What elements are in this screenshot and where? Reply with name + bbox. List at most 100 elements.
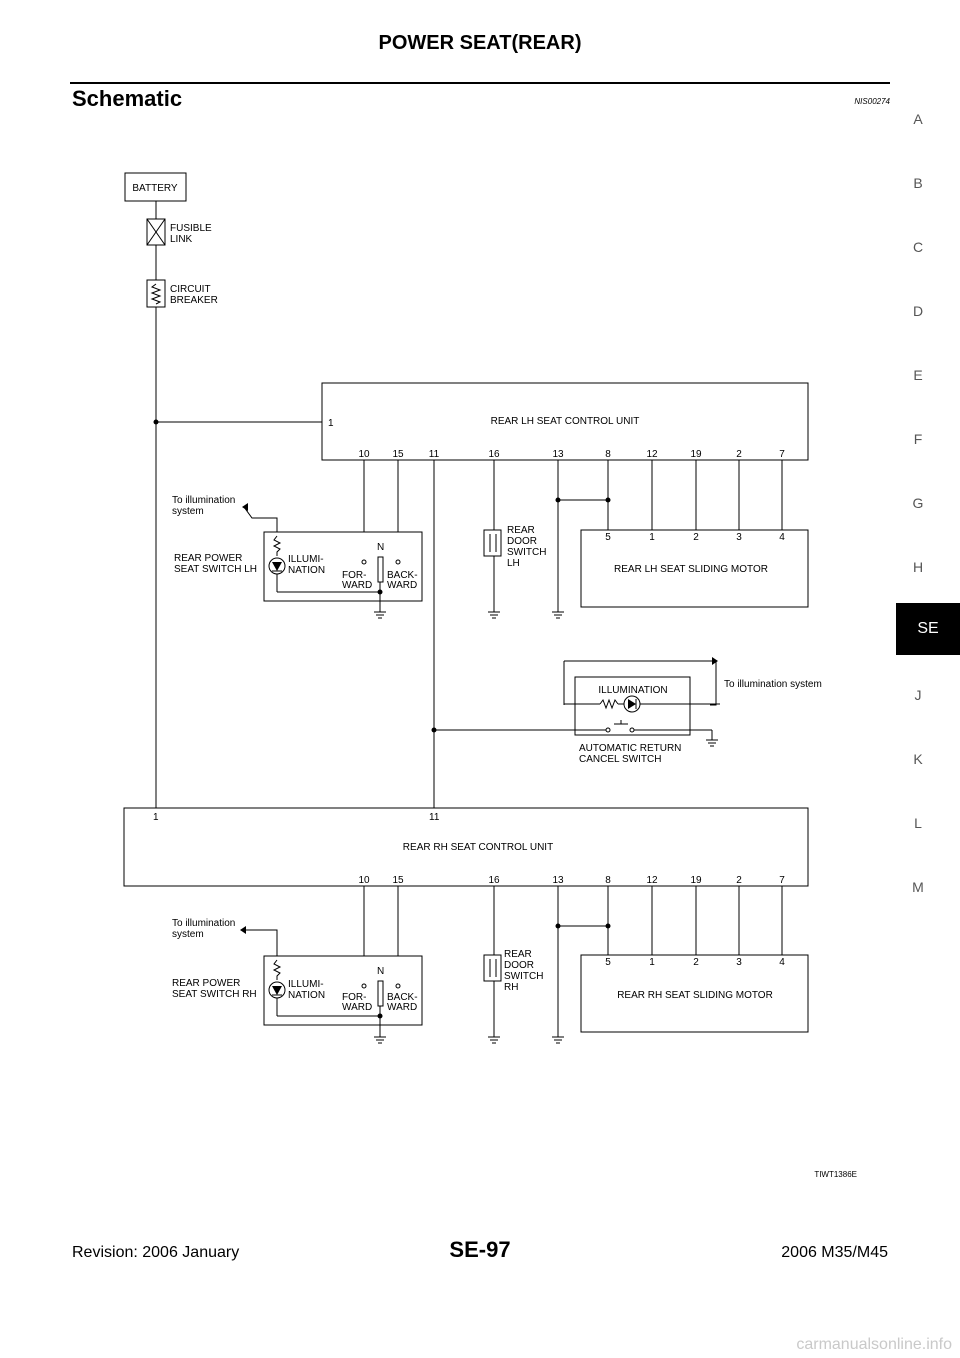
rh-illumination-led [268, 959, 380, 1017]
rh-motor-pin-3: 3 [736, 957, 742, 968]
side-index-a: A [913, 111, 923, 127]
circuit-breaker-label-1: CIRCUIT [170, 284, 211, 295]
rh-door-switch-box [483, 954, 502, 982]
side-index-j: J [914, 687, 922, 703]
lh-unit-pin-15: 15 [392, 449, 404, 460]
figure-code: TIWT1386E [814, 1170, 857, 1179]
rh-forward-label-1: FOR- [342, 992, 366, 1003]
lh-backward-contact [395, 559, 401, 565]
rh-switch-lever [377, 980, 384, 1007]
lh-to-illum-2: system [172, 506, 204, 517]
rh-unit-pin-1: 1 [153, 812, 159, 823]
rh-sliding-motor-box [580, 954, 809, 1033]
junction-rh-13 [555, 923, 561, 929]
rh-illum-arrow [240, 926, 246, 934]
rh-unit-pin-12: 12 [646, 875, 658, 886]
lh-switch-label-1: REAR POWER [174, 553, 242, 564]
rh-backward-contact [395, 983, 401, 989]
lh-unit-pin-11: 11 [429, 449, 440, 460]
lh-unit-pin-16: 16 [488, 449, 500, 460]
lh-neutral-label: N [377, 542, 384, 553]
rh-control-unit-label: REAR RH SEAT CONTROL UNIT [403, 842, 553, 853]
lh-unit-pin-2: 2 [736, 449, 742, 460]
lh-sliding-motor-label: REAR LH SEAT SLIDING MOTOR [614, 564, 768, 575]
circuit-breaker-symbol [146, 279, 166, 308]
rh-unit-pin-8: 8 [605, 875, 611, 886]
lh-illum-label-1: ILLUMI- [288, 554, 324, 565]
fusible-link-symbol [146, 218, 166, 246]
rh-door-label-1: REAR [504, 949, 532, 960]
rh-unit-pin-15: 15 [392, 875, 404, 886]
rh-illum-label-1: ILLUMI- [288, 979, 324, 990]
lh-motor-pin-1: 1 [649, 532, 655, 543]
auto-return-label-1: AUTOMATIC RETURN [579, 743, 681, 754]
side-index-h: H [912, 559, 924, 575]
model-label: 2006 M35/M45 [781, 1244, 888, 1261]
lh-to-illum-1: To illumination [172, 495, 235, 506]
auto-return-label-2: CANCEL SWITCH [579, 754, 661, 765]
rh-unit-pin-10: 10 [358, 875, 370, 886]
illumination-bulb [564, 695, 720, 713]
rh-seat-switch-box [263, 955, 423, 1026]
rh-illum-label-2: NATION [288, 990, 325, 1001]
rh-door-ground-icon [488, 1036, 500, 1044]
rh-door-label-3: SWITCH [504, 971, 543, 982]
side-index-f: F [913, 431, 923, 447]
lh-unit-pin-1: 1 [328, 418, 334, 429]
rh-forward-label-2: WARD [342, 1002, 372, 1013]
rh-door-switch-contact [489, 959, 497, 977]
fusible-link-label-1: FUSIBLE [170, 223, 212, 234]
section-title: Schematic [72, 86, 183, 111]
lh-motor-pin-2: 2 [693, 532, 699, 543]
lh-unit-pin-8: 8 [605, 449, 611, 460]
lh-unit-pin-12: 12 [646, 449, 658, 460]
illum-brace [710, 660, 717, 706]
lh-door-label-1: REAR [507, 525, 535, 536]
lh-door-label-2: DOOR [507, 536, 537, 547]
rh-motor-pin-4: 4 [779, 957, 785, 968]
lh-switch-ground-icon [374, 611, 386, 619]
header-rule [70, 82, 890, 84]
lh-switch-lever [377, 556, 384, 583]
side-index-se: SE [896, 603, 960, 655]
side-index-l: L [914, 815, 922, 831]
rh-illum-wire [244, 929, 278, 960]
rh-unit-pin-19: 19 [690, 875, 702, 886]
rh-to-illum-2: system [172, 929, 204, 940]
rh-unit-pin-13: 13 [552, 875, 564, 886]
junction-auto-return [431, 727, 437, 733]
lh-seat-switch-box [263, 531, 423, 602]
auto-return-cancel-switch [605, 720, 635, 733]
lh-motor-ground-icon [552, 611, 564, 619]
side-index-d: D [912, 303, 924, 319]
watermark: carmanualsonline.info [796, 1336, 952, 1353]
rh-unit-pins: 10 15 16 13 8 12 19 2 7 [358, 875, 785, 886]
lh-forward-label-2: WARD [342, 580, 372, 591]
lh-control-unit-box [321, 382, 809, 461]
rh-unit-pin-7: 7 [779, 875, 785, 886]
lh-forward-label-1: FOR- [342, 570, 366, 581]
battery-label: BATTERY [132, 183, 178, 194]
rh-unit-pin-2: 2 [736, 875, 742, 886]
junction-lh-13 [555, 497, 561, 503]
lh-door-ground-icon [488, 611, 500, 619]
rh-motor-pin-2: 2 [693, 957, 699, 968]
rh-backward-label-2: WARD [387, 1002, 417, 1013]
lh-illum-wire [243, 506, 278, 536]
to-illumination-system-label: To illumination system [724, 679, 822, 690]
lh-motor-pin-4: 4 [779, 532, 785, 543]
lh-unit-pin-13: 13 [552, 449, 564, 460]
lh-unit-pin-7: 7 [779, 449, 785, 460]
lh-motor-pin-3: 3 [736, 532, 742, 543]
lh-illumination-led [268, 535, 380, 593]
side-index-m: M [912, 879, 924, 895]
circuit-breaker-label-2: BREAKER [170, 295, 218, 306]
rh-unit-pin-16: 16 [488, 875, 500, 886]
rh-door-label-4: RH [504, 982, 518, 993]
page-number: SE-97 [449, 1237, 511, 1262]
rh-backward-label-1: BACK- [387, 992, 418, 1003]
lh-backward-label-2: WARD [387, 580, 417, 591]
rh-switch-label-1: REAR POWER [172, 978, 240, 989]
